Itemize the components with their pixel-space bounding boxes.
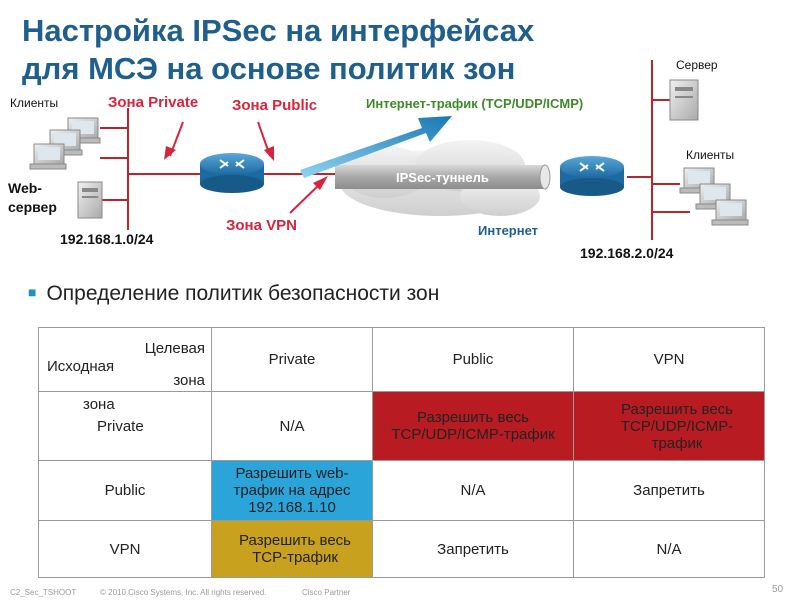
zone-arrows [164, 121, 328, 214]
column-header-vpn: VPN [573, 327, 765, 392]
left-clients-icon [29, 117, 101, 170]
table-header-row: Целевая Исходная зона Private Public VPN [38, 327, 765, 392]
router-left-icon [200, 153, 264, 193]
footer-partner: Cisco Partner [302, 588, 351, 597]
table-row: VPN Разрешить весь TCP-трафик Запретить … [38, 520, 765, 578]
section-bullet: ■ Определение политик безопасности зон [28, 282, 439, 306]
policy-cell-allow-tcp: Разрешить весь TCP-трафик [211, 520, 373, 578]
policy-cell-allow-all: Разрешить весь TCP/UDP/ICMP-трафик [573, 391, 765, 461]
web-server-label-2: сервер [8, 199, 57, 215]
internet-label: Интернет [478, 223, 539, 238]
zone-policy-table: Целевая Исходная зона Private Public VPN… [38, 327, 765, 578]
network-diagram [29, 60, 749, 240]
footer-course-code: C2_Sec_TSHOOT [10, 588, 77, 597]
footer-page-number: 50 [772, 584, 784, 595]
right-lan-lines [627, 60, 690, 240]
web-server-icon [77, 181, 103, 219]
table-corner-cell: Целевая Исходная зона [38, 327, 212, 392]
policy-cell-allow-web: Разрешить web- трафик на адрес 192.168.1… [211, 460, 373, 521]
row-source-label: Private [97, 418, 144, 435]
clients-left-label: Клиенты [10, 96, 59, 110]
header-source-2: зона [83, 396, 115, 413]
bullet-marker: ■ [28, 284, 37, 300]
right-server-icon [669, 79, 699, 121]
router-right-icon [560, 156, 624, 196]
page-title: Настройка IPSec на интерфейсах для МСЭ н… [22, 12, 534, 88]
zone-vpn-label: Зона VPN [226, 217, 297, 234]
header-source-1: Исходная [47, 358, 115, 375]
header-target-1: Целевая [144, 340, 205, 357]
right-network-address: 192.168.2.0/24 [580, 245, 674, 261]
row-header-private: зона Private [38, 391, 212, 461]
internet-traffic-arrow [300, 116, 452, 178]
server-right-label: Сервер [676, 58, 718, 72]
table-row: зона Private N/A Разрешить весь TCP/UDP/… [38, 391, 765, 461]
zone-private-label: Зона Private [108, 94, 199, 111]
footer-copyright: © 2010 Cisco Systems, Inc. All rights re… [100, 588, 267, 597]
web-server-label-1: Web- [8, 180, 42, 196]
right-clients-icon [679, 167, 749, 226]
row-source-label: Public [38, 460, 212, 521]
policy-cell: Запретить [573, 460, 765, 521]
header-target-2: зона [173, 372, 205, 389]
ipsec-tunnel-shape [335, 164, 551, 190]
policy-cell: Запретить [372, 520, 574, 578]
title-line-1: Настройка IPSec на интерфейсах [22, 13, 535, 48]
title-line-2: для МСЭ на основе политик зон [22, 51, 516, 86]
table-row: Public Разрешить web- трафик на адрес 19… [38, 460, 765, 521]
policy-cell-allow-all: Разрешить весь TCP/UDP/ICMP-трафик [372, 391, 574, 461]
zone-public-label: Зона Public [232, 97, 318, 114]
bullet-text: Определение политик безопасности зон [46, 282, 440, 305]
internet-traffic-label: Интернет-трафик (TCP/UDP/ICMP) [366, 96, 584, 111]
row-source-label: VPN [38, 520, 212, 578]
policy-cell: N/A [573, 520, 765, 578]
policy-cell: N/A [372, 460, 574, 521]
column-header-public: Public [372, 327, 574, 392]
column-header-private: Private [211, 327, 373, 392]
ipsec-tunnel-label: IPSec-туннель [396, 170, 489, 185]
clients-right-label: Клиенты [686, 148, 735, 162]
left-network-address: 192.168.1.0/24 [60, 231, 154, 247]
policy-cell: N/A [211, 391, 373, 461]
